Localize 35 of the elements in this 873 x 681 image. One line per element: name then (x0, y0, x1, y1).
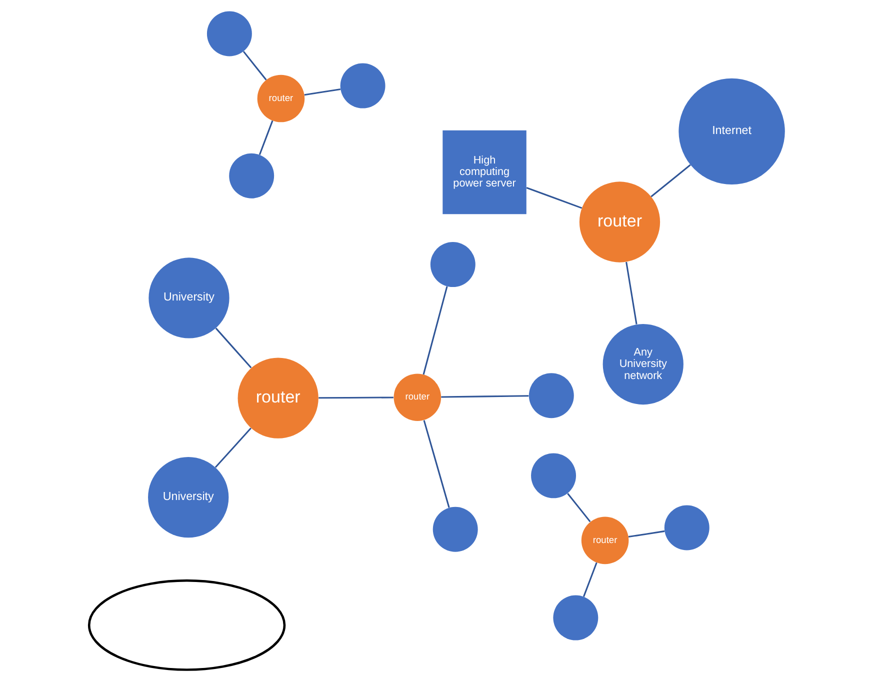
connector (318, 396, 393, 399)
node-circle (552, 595, 598, 640)
node-circle (430, 242, 475, 288)
node-circle: router (237, 358, 318, 438)
connector (242, 50, 266, 80)
connector (214, 328, 252, 368)
node-circle: router (580, 516, 628, 564)
connector (304, 88, 340, 96)
connector (440, 395, 528, 398)
connector (650, 164, 690, 198)
connector (582, 562, 597, 597)
node-circle: router (578, 182, 660, 262)
node-box: High computing power server (442, 130, 526, 214)
node-circle (432, 506, 478, 552)
connector (526, 186, 582, 209)
connector (625, 262, 637, 324)
connector (258, 120, 273, 155)
node-circle (664, 505, 709, 550)
node-circle: University (148, 457, 228, 538)
connector (566, 493, 590, 522)
node-circle: Internet (678, 78, 784, 185)
node-circle: router (393, 374, 441, 421)
connector (422, 420, 450, 508)
node-circle (340, 63, 385, 108)
node-circle: Any University network (602, 324, 683, 405)
node-cloud (87, 579, 286, 671)
connector (422, 286, 448, 375)
node-circle (528, 373, 574, 418)
node-circle (228, 153, 274, 198)
connector (214, 428, 251, 468)
node-circle (530, 453, 576, 498)
node-circle (206, 11, 252, 56)
node-circle: University (148, 258, 229, 338)
node-circle: router (256, 74, 304, 122)
connector (628, 530, 664, 538)
